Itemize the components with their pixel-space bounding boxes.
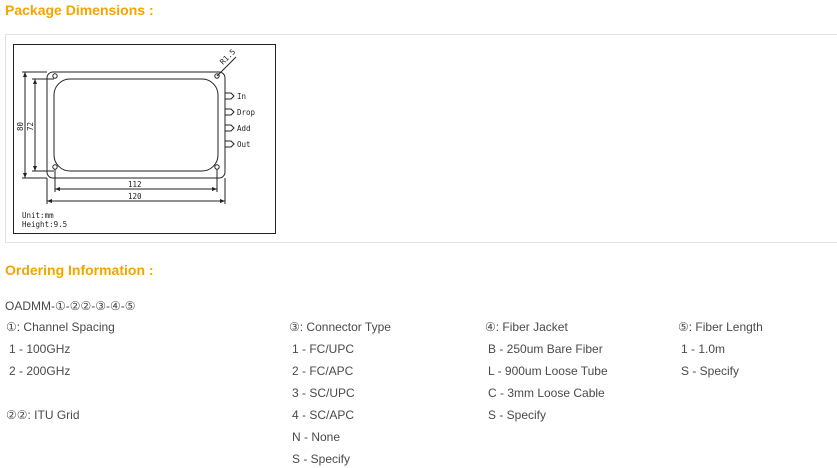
channel-spacing-option: 1 - 100GHz (9, 342, 71, 356)
connector-type-option: 4 - SC/APC (292, 408, 355, 422)
fiber-length-option: 1 - 1.0m (681, 342, 726, 356)
port-arrow (225, 124, 235, 132)
port-label-drop: Drop (237, 108, 256, 117)
channel-spacing-heading: ①: Channel Spacing (6, 320, 115, 334)
dimension-80: 80 (16, 121, 25, 131)
connector-type-option: N - None (292, 430, 341, 444)
port-arrow (225, 108, 235, 116)
fiber-length-option: S - Specify (681, 364, 740, 378)
dimension-72: 72 (26, 122, 35, 131)
fiber-jacket-option: C - 3mm Loose Cable (488, 386, 605, 400)
mounting-hole (52, 73, 58, 79)
dimension-120: 120 (128, 192, 142, 201)
port-label-add: Add (237, 124, 251, 133)
connector-type-option: 2 - FC/APC (292, 364, 354, 378)
height-note: Height:9.5 (22, 220, 67, 229)
fiber-jacket-option: B - 250um Bare Fiber (488, 342, 603, 356)
port-arrow (225, 92, 235, 100)
unit-note: Unit:mm (22, 211, 54, 220)
dimensions-panel (5, 34, 837, 243)
connector-type-option: S - Specify (292, 452, 351, 466)
channel-spacing-option: 2 - 200GHz (9, 364, 71, 378)
radius-label: R1.5 (218, 47, 237, 66)
package-inner-outline (53, 78, 219, 172)
port-arrow (225, 140, 235, 148)
fiber-jacket-option: L - 900um Loose Tube (488, 364, 608, 378)
connector-type-heading: ③: Connector Type (289, 320, 391, 334)
dimension-112: 112 (128, 180, 142, 189)
model-code: OADMM-①-②②-③-④-⑤ (5, 299, 136, 313)
mounting-hole (214, 73, 220, 79)
fiber-length-heading: ⑤: Fiber Length (678, 320, 763, 334)
connector-type-option: 3 - SC/UPC (292, 386, 355, 400)
ordering-information-title: Ordering Information : (5, 262, 154, 278)
package-dimensions-title: Package Dimensions : (5, 2, 154, 18)
package-outline (46, 71, 226, 179)
port-label-in: In (237, 92, 246, 101)
mounting-hole (52, 164, 58, 170)
itu-grid-heading: ②②: ITU Grid (6, 408, 80, 422)
port-label-out: Out (237, 140, 251, 149)
fiber-jacket-heading: ④: Fiber Jacket (485, 320, 568, 334)
package-drawing: R1.5 In Drop Add Out 80 72 112 120 Unit:… (13, 44, 276, 234)
mounting-hole (214, 164, 220, 170)
connector-type-option: 1 - FC/UPC (292, 342, 355, 356)
fiber-jacket-option: S - Specify (488, 408, 547, 422)
